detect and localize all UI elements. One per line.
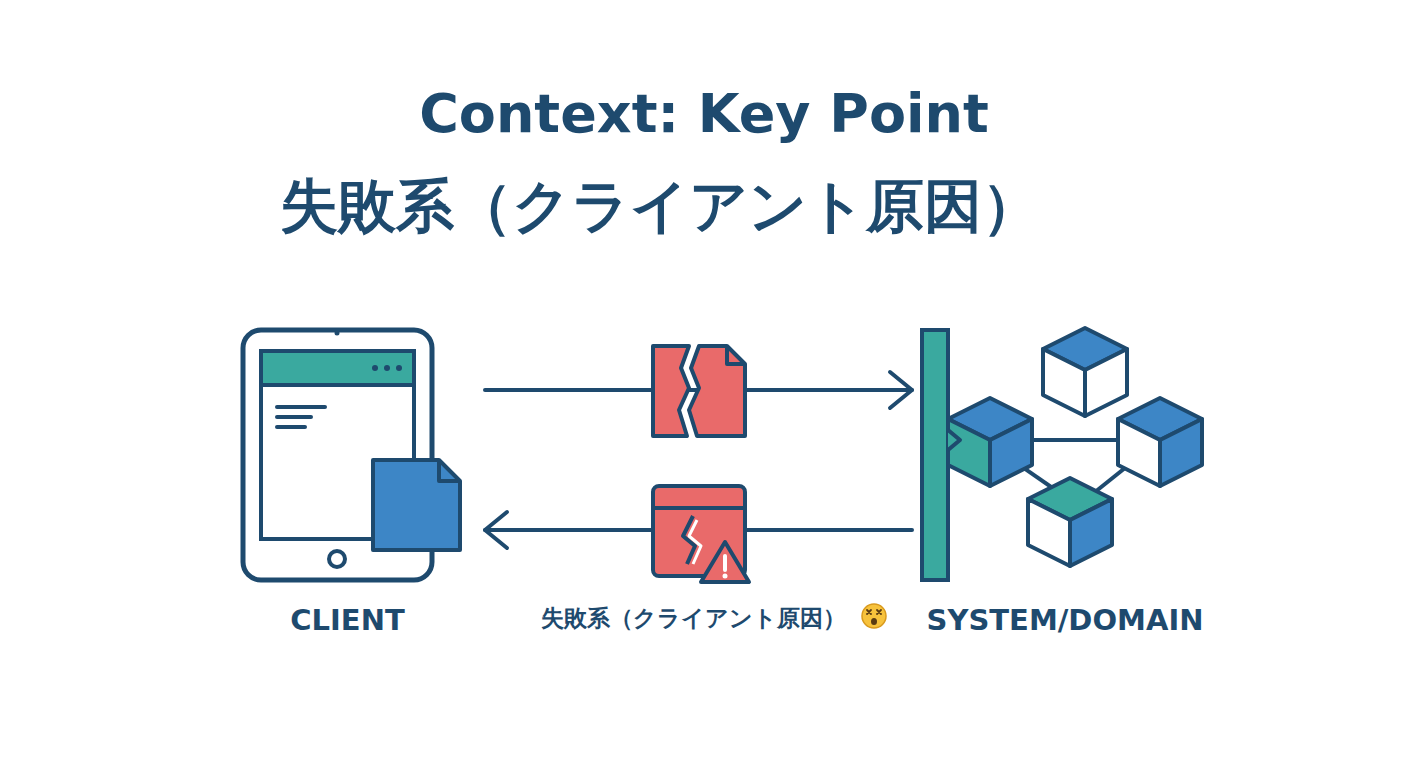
subtitle-heading: 失敗系（クライアント原因） (280, 168, 1040, 246)
edge-label: 失敗系（クライアント原因） (541, 603, 846, 634)
client-device-icon (225, 325, 470, 585)
diagram-title: Context: Key Point (0, 82, 1408, 145)
broken-request-icon (645, 340, 755, 445)
system-domain: SYSTEM/DOMAIN (915, 325, 1215, 640)
node-label: CLIENT (225, 603, 470, 637)
node-label: SYSTEM/DOMAIN (915, 603, 1215, 637)
client-device: CLIENT (225, 325, 470, 640)
dizzy-face-icon (860, 602, 888, 630)
system-domain-icon (915, 325, 1215, 585)
broken-response-icon (645, 480, 760, 590)
